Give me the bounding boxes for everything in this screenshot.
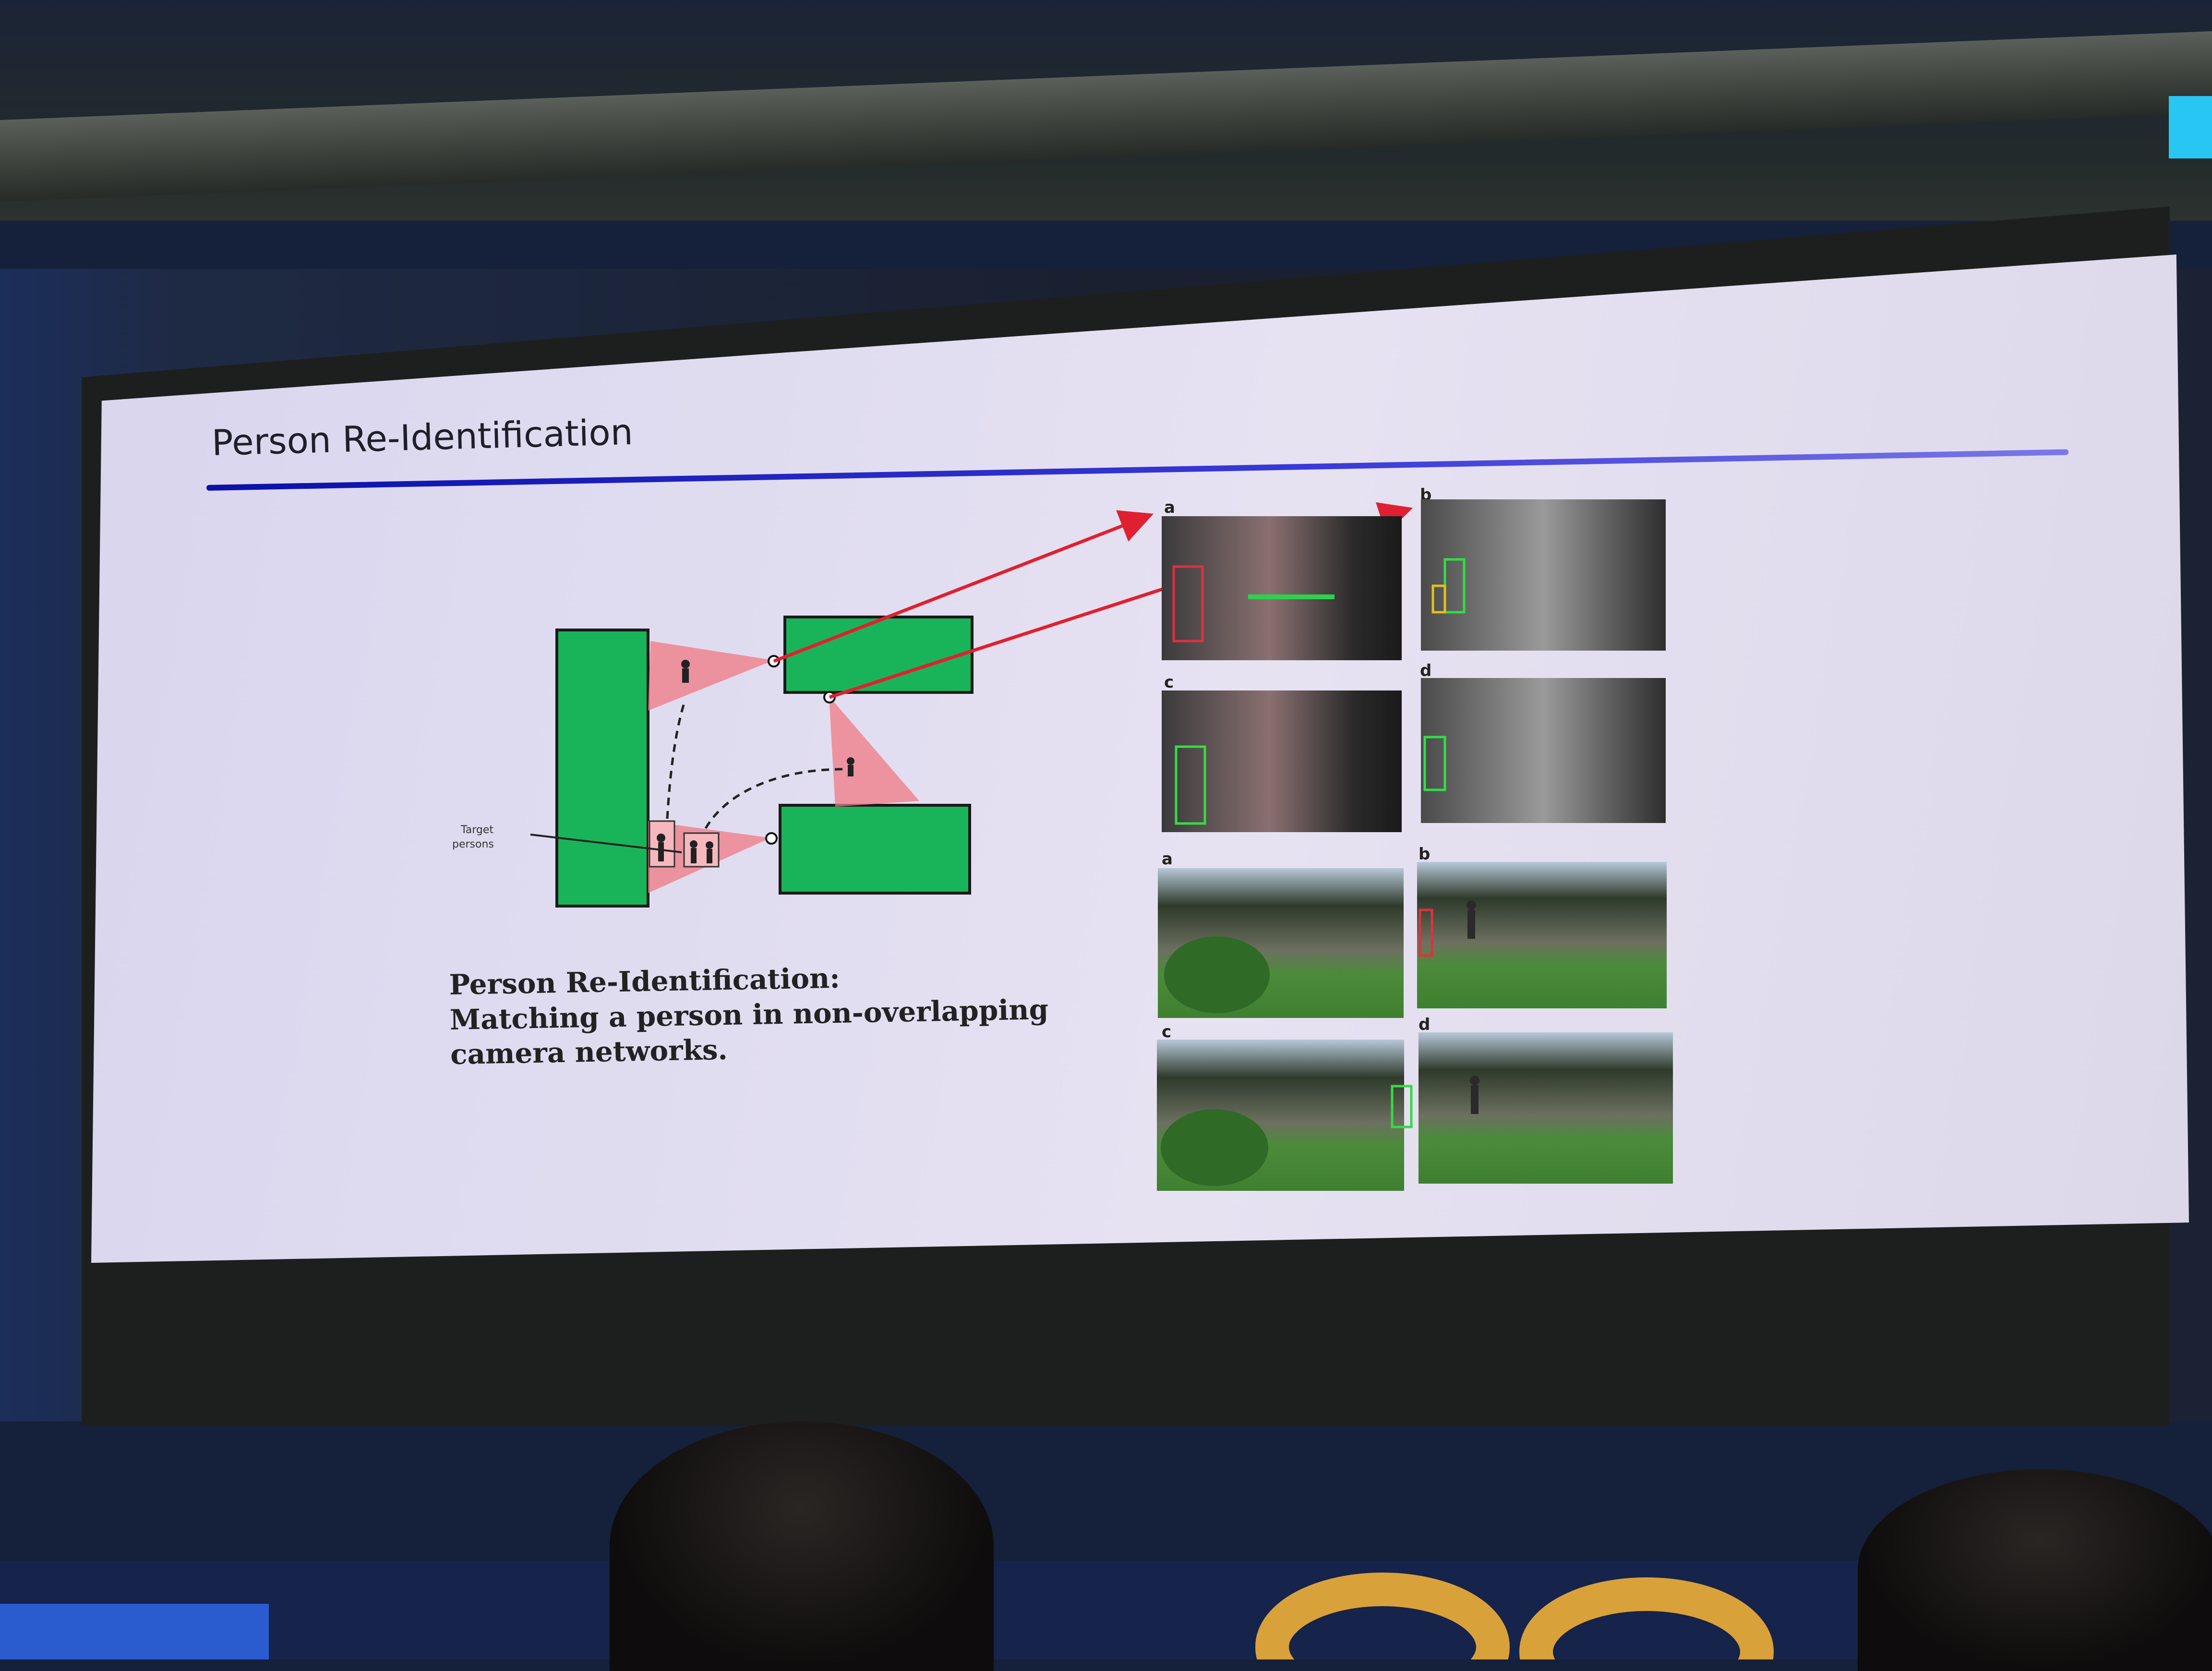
outdoor-image-b bbox=[1417, 862, 1667, 1008]
panel-label-indoor-c: c bbox=[1164, 673, 1174, 692]
building-bottom-right bbox=[779, 804, 971, 895]
person-figure-2 bbox=[847, 757, 854, 776]
detection-box-green-d bbox=[1423, 736, 1446, 791]
arrow-to-panel-a bbox=[773, 510, 1154, 663]
panel-label-outdoor-a: a bbox=[1162, 849, 1173, 869]
target-label-line1: Target bbox=[460, 824, 493, 836]
panel-label-outdoor-d: d bbox=[1419, 1015, 1430, 1034]
panel-label-outdoor-c: c bbox=[1162, 1022, 1171, 1041]
trajectory-dashed-2 bbox=[704, 768, 848, 829]
indoor-image-d bbox=[1421, 678, 1666, 823]
audience-head-left bbox=[610, 1421, 994, 1671]
outdoor-tree-a bbox=[1164, 936, 1270, 1013]
indoor-image-b bbox=[1421, 499, 1666, 651]
detection-box-green-c bbox=[1175, 745, 1206, 825]
detection-box-red-a bbox=[1172, 565, 1204, 642]
target-persons-group bbox=[649, 820, 720, 868]
outdoor-tree-c bbox=[1161, 1109, 1268, 1186]
indoor-image-a bbox=[1162, 516, 1402, 660]
target-label-line2: persons bbox=[452, 838, 494, 850]
camera-node-3 bbox=[765, 832, 778, 845]
detection-box-yellow-b bbox=[1431, 584, 1446, 614]
audience-head-right bbox=[1858, 1469, 2212, 1671]
detection-box-green-outdoor-d bbox=[1391, 1085, 1413, 1128]
ceiling-light-panel bbox=[2169, 96, 2212, 158]
panel-label-outdoor-b: b bbox=[1419, 845, 1430, 864]
indoor-image-c bbox=[1162, 690, 1402, 832]
outdoor-person-d bbox=[1470, 1076, 1479, 1114]
projected-slide bbox=[91, 254, 2189, 1263]
panel-label-indoor-a: a bbox=[1164, 498, 1175, 517]
camera-view-2 bbox=[829, 696, 919, 807]
indoor-floor-green-a bbox=[1248, 594, 1334, 599]
detection-box-red-outdoor-b bbox=[1419, 908, 1433, 957]
panel-label-indoor-d: d bbox=[1420, 661, 1431, 680]
target-pointer-line bbox=[530, 834, 682, 853]
outdoor-image-d bbox=[1419, 1032, 1673, 1184]
building-left bbox=[555, 629, 649, 908]
slide-caption: Person Re-Identification: Matching a per… bbox=[449, 956, 1123, 1072]
camera-view-1 bbox=[648, 641, 774, 711]
outdoor-person-b bbox=[1467, 900, 1476, 939]
person-figure-1 bbox=[681, 660, 690, 683]
trajectory-dashed-1 bbox=[666, 703, 685, 819]
